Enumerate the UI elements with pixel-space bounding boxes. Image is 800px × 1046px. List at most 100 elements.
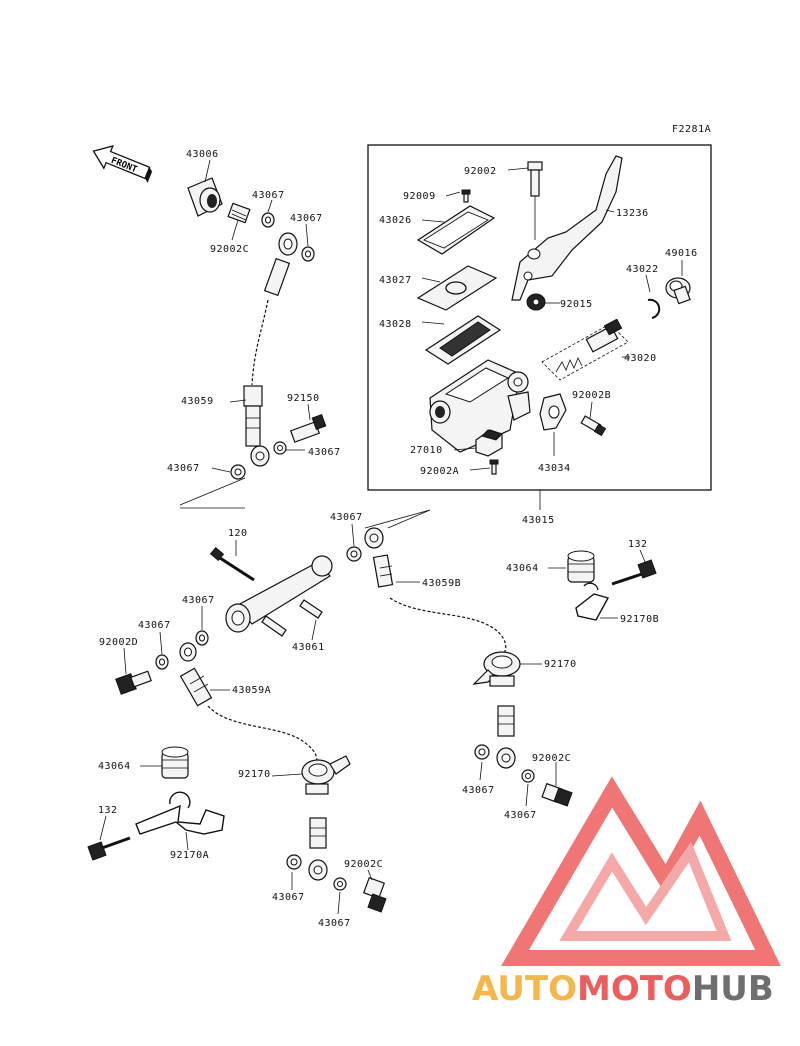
spring-43064-left [161, 746, 189, 779]
label-43022: 43022 [626, 264, 659, 275]
label-43067-e: 43067 [330, 512, 363, 523]
label-92002: 92002 [464, 166, 497, 177]
washer-43067-b [301, 246, 315, 262]
label-43027: 43027 [379, 275, 412, 286]
label-43059b: 43059B [422, 578, 461, 589]
label-43059: 43059 [181, 396, 214, 407]
label-43067-c: 43067 [308, 447, 341, 458]
banjo-43059a [179, 642, 213, 707]
label-43015: 43015 [522, 515, 555, 526]
hose-43059 [243, 385, 270, 467]
washer-43067-d [230, 464, 246, 480]
master-cylinder-body [429, 359, 531, 453]
label-43064-b: 43064 [98, 761, 131, 772]
part-43006-cover [187, 177, 223, 217]
label-43020: 43020 [624, 353, 657, 364]
watermark-logo [501, 776, 781, 966]
bolt-120 [209, 547, 255, 582]
label-92002c-top: 92002C [210, 244, 249, 255]
label-43067-i: 43067 [504, 810, 537, 821]
watermark-text: AUTOMOTOHUB [472, 969, 774, 1009]
bolt-92002c-bottom [362, 876, 387, 913]
bolt-92002b [580, 415, 607, 437]
plate-43028 [424, 315, 502, 365]
label-43028: 43028 [379, 319, 412, 330]
label-92170-right: 92170 [544, 659, 577, 670]
bracket-92170a [135, 791, 225, 835]
label-43067-a: 43067 [252, 190, 285, 201]
label-92002a: 92002A [420, 466, 459, 477]
label-43034: 43034 [538, 463, 571, 474]
watermark-part-hub: HUB [692, 969, 774, 1009]
caliper-fitting-92170-left [301, 755, 351, 795]
bracket-92170b [575, 582, 610, 621]
label-92170b: 92170B [620, 614, 659, 625]
bolt-132-left [87, 836, 131, 861]
bolt-92002c-top [227, 202, 251, 224]
label-92002b: 92002B [572, 390, 611, 401]
label-43067-h: 43067 [462, 785, 495, 796]
washer-43067-g [155, 654, 169, 670]
label-92002c-right: 92002C [532, 753, 571, 764]
label-92170-left: 92170 [238, 769, 271, 780]
bolt-92002d [115, 670, 152, 695]
pivot-49016 [665, 277, 691, 305]
label-43067-d: 43067 [167, 463, 200, 474]
label-43067-b: 43067 [290, 213, 323, 224]
lever-13236 [511, 155, 623, 301]
bolt-92150 [289, 414, 327, 443]
label-92002d: 92002D [99, 637, 138, 648]
washer-43067-i [521, 769, 535, 783]
label-13236: 13236 [616, 208, 649, 219]
joint-43061 [225, 555, 333, 637]
washer-43067-j [286, 854, 302, 870]
label-92002c-bottom: 92002C [344, 859, 383, 870]
bolt-92002c-right [541, 782, 573, 807]
washer-43067-k [333, 877, 347, 891]
washer-43067-c [273, 441, 287, 455]
master-cylinder-box [367, 144, 712, 491]
label-132-b: 132 [98, 805, 118, 816]
banjo-43059b [364, 527, 394, 588]
bolt-92002 [527, 161, 543, 197]
label-43006: 43006 [186, 149, 219, 160]
label-43064-a: 43064 [506, 563, 539, 574]
label-27010: 27010 [410, 445, 443, 456]
label-92009: 92009 [403, 191, 436, 202]
washer-43067-h [474, 744, 490, 760]
banjo-43059-top [263, 232, 298, 297]
label-92150: 92150 [287, 393, 320, 404]
watermark-part-auto: AUTO [472, 969, 577, 1009]
label-43026: 43026 [379, 215, 412, 226]
switch-27010 [475, 429, 503, 457]
piston-kit-43020 [541, 318, 629, 381]
label-43067-g: 43067 [138, 620, 171, 631]
label-43067-j: 43067 [272, 892, 305, 903]
label-43061: 43061 [292, 642, 325, 653]
bolt-132-right [611, 559, 657, 586]
screw-92009 [461, 189, 471, 203]
boot-43022 [647, 298, 661, 319]
screw-92002a [489, 459, 499, 475]
diaphragm-43027 [416, 265, 498, 311]
washer-43067-a [261, 212, 275, 228]
spring-43064-right [567, 550, 595, 583]
label-43067-f: 43067 [182, 595, 215, 606]
label-132-a: 132 [628, 539, 648, 550]
front-arrow-icon: FRONT [92, 145, 153, 183]
washer-43067-e [346, 546, 362, 562]
clamp-43034 [539, 393, 567, 431]
label-92015: 92015 [560, 299, 593, 310]
nut-92015 [526, 293, 546, 311]
hose-end-right [496, 705, 516, 769]
cap-43026 [416, 205, 496, 255]
label-49016: 49016 [665, 248, 698, 259]
watermark-part-moto: MOTO [577, 969, 692, 1009]
label-43067-k: 43067 [318, 918, 351, 929]
label-92170a: 92170A [170, 850, 209, 861]
label-43059a: 43059A [232, 685, 271, 696]
caliper-fitting-92170-right [472, 651, 521, 687]
label-120: 120 [228, 528, 248, 539]
washer-43067-f [195, 630, 209, 646]
